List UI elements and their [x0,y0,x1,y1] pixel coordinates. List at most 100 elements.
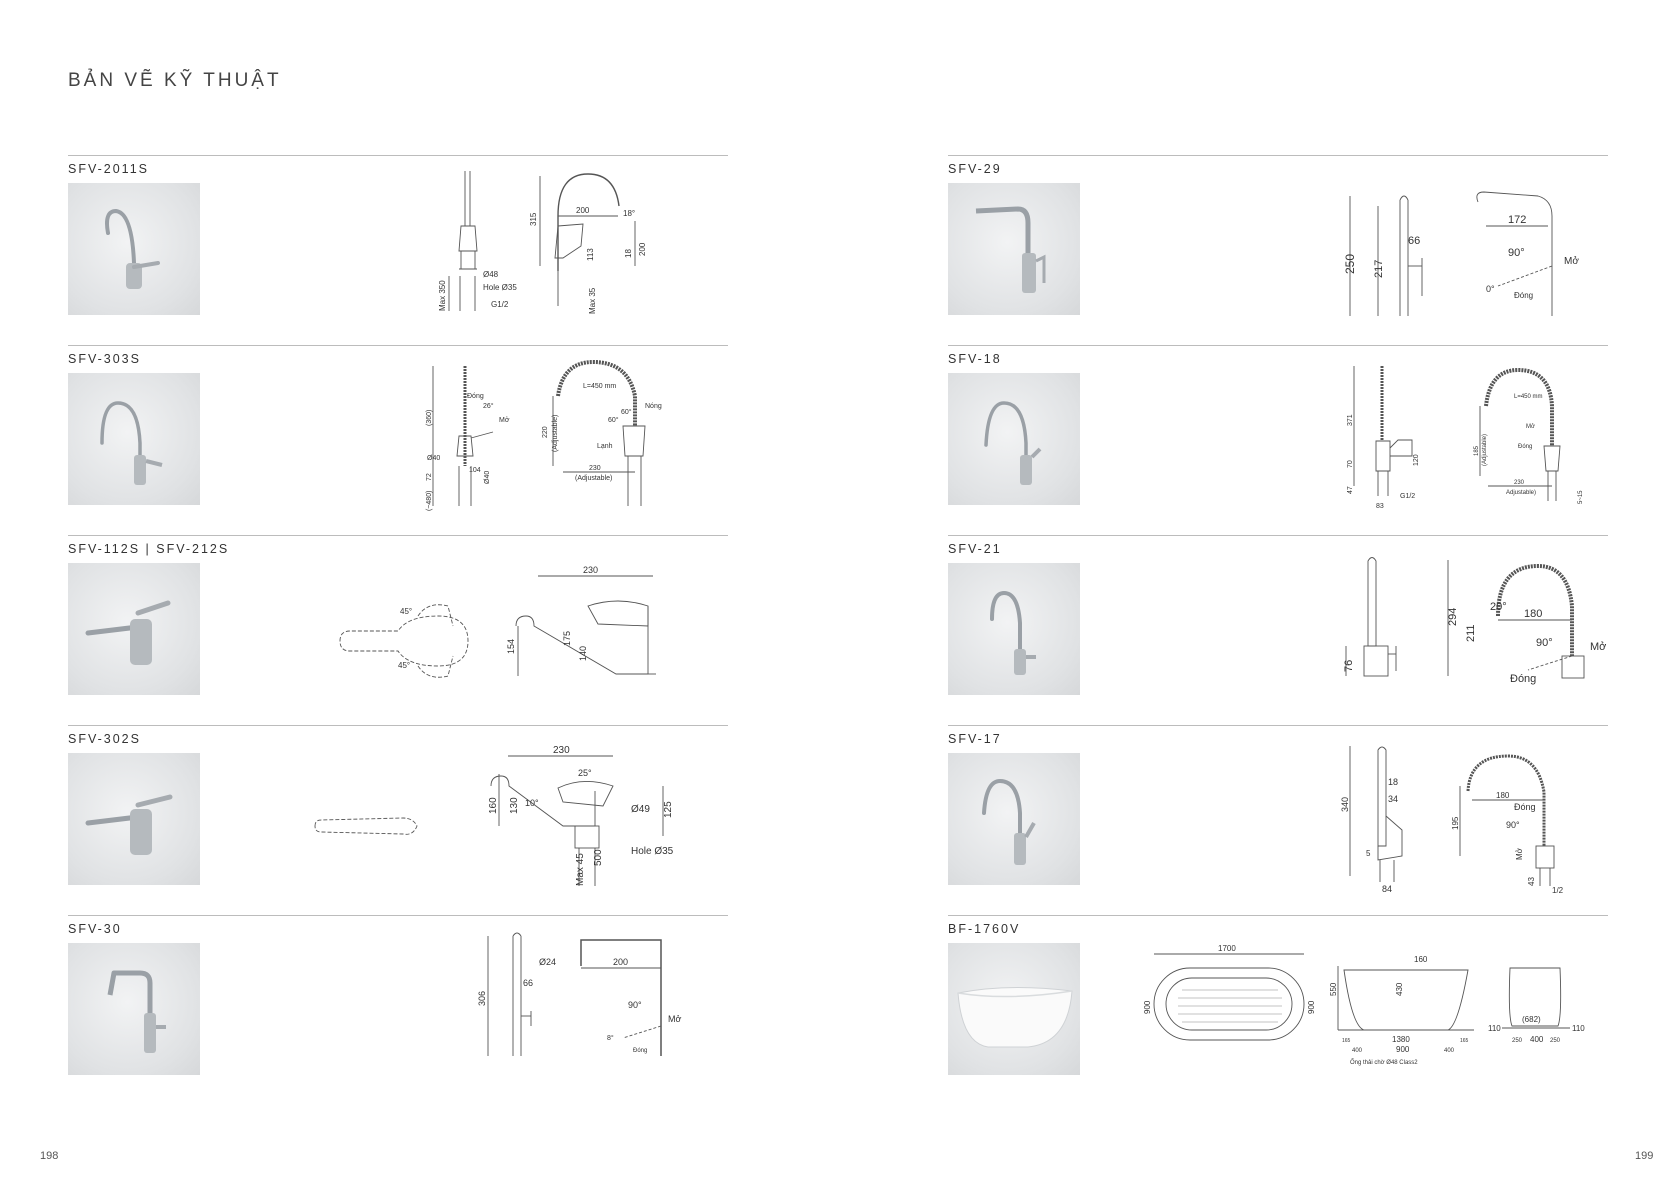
technical-drawing: 45° 45° 230 154 175 140 [338,546,698,716]
dim-label: 900 [1396,1045,1410,1054]
page-number-left: 198 [40,1150,59,1162]
dim-label: 45° [398,661,410,670]
dim-label: 400 [1352,1048,1363,1054]
faucet-photo-icon [100,401,163,485]
product-row-sfv-112s-212s: SFV-112S | SFV-212S 45° 45° 230 [68,535,728,725]
dim-label: 66 [1408,235,1420,247]
dim-label: Đóng [633,1048,647,1054]
technical-drawing: 371 70 47 120 83 G1/2 L=450 mm Mở Đóng 1… [1338,356,1608,526]
product-row-sfv-29: SFV-29 250 217 66 172 [948,155,1608,345]
page-number-right: 199 [1635,1150,1654,1162]
dim-label: 18° [623,209,635,218]
dim-label: 160 [1414,955,1428,964]
dim-label: 83 [1376,503,1384,510]
dim-label: 5 [1366,849,1371,858]
dim-label: 230 [1514,480,1525,486]
dim-label: 125 [663,801,674,818]
dim-label: 230 [553,745,570,756]
dim-label: 175 [562,631,572,646]
dim-label: Ø40 [427,455,440,462]
product-photo [68,373,200,505]
dim-label: 172 [1508,214,1526,226]
product-photo [948,183,1080,315]
left-column: SFV-2011S Ø48 Hole Ø35 G1/2 Max 350 [68,155,728,1105]
dim-label: Mở [1564,255,1579,267]
dim-label: Mở [1526,423,1535,430]
dim-label: 185 [1474,445,1480,456]
dim-label: 20° [1490,601,1507,613]
dim-label: 140 [578,646,588,661]
dim-label: G1/2 [491,300,509,309]
dim-label: Ø24 [539,957,556,967]
dim-label: 165 [1460,1038,1469,1044]
product-label: SFV-29 [948,162,1002,176]
dim-label: 8° [607,1034,614,1042]
dim-label: 90° [628,1000,642,1010]
dim-label: 200 [613,957,628,967]
dim-label: 400 [1444,1048,1455,1054]
dim-label: 230 [583,565,598,575]
dim-label: 110 [1488,1024,1501,1033]
dim-label: 5~15 [1578,490,1584,504]
product-label: SFV-18 [948,352,1002,366]
technical-drawing: 76 294 211 20° 180 90° Mở Đóng [1338,546,1608,716]
dim-label: (~480) [426,491,433,511]
dim-label: Max 350 [438,280,447,311]
dim-label: 165 [1342,1038,1351,1044]
product-label: SFV-302S [68,732,141,746]
product-label: SFV-112S | SFV-212S [68,542,230,556]
dim-label: 43 [1527,877,1536,886]
dim-label: Đóng [1518,444,1532,450]
dim-label: 0° [1486,284,1495,294]
dim-label: 10° [525,798,539,808]
dim-label: 45° [400,607,412,616]
product-row-sfv-2011s: SFV-2011S Ø48 Hole Ø35 G1/2 Max 350 [68,155,728,345]
faucet-photo-icon [85,794,173,855]
dim-label: 60° [621,408,632,416]
dim-label: 195 [1451,816,1460,830]
right-column: SFV-29 250 217 66 172 [948,155,1608,1105]
dim-label: 90° [1536,637,1553,649]
dim-label: Đóng [1514,802,1536,812]
dim-label: 371 [1347,414,1354,426]
product-row-sfv-18: SFV-18 371 70 47 120 83 G1/2 [948,345,1608,535]
product-photo [948,753,1080,885]
dim-label: 110 [1572,1024,1585,1033]
dim-label: 340 [1340,797,1350,812]
dim-label: L=450 mm [583,383,616,390]
product-row-sfv-21: SFV-21 76 294 211 20° [948,535,1608,725]
dim-label: 18 [1388,777,1398,787]
dim-label: (682) [1522,1015,1541,1024]
product-photo [68,943,200,1075]
dim-label: 315 [529,212,538,226]
dim-label: 25° [578,768,592,778]
product-photo [948,563,1080,695]
dim-label: Đóng [1514,291,1533,300]
dim-label: Ø49 [631,804,650,815]
dim-label: 1/2 [1552,886,1564,895]
technical-drawing: 230 25° 10° 160 130 Ø49 125 Max 45 500 H… [313,736,713,906]
dim-label: 306 [477,991,487,1006]
dim-label: 60° [608,416,619,424]
faucet-photo-icon [990,590,1036,675]
dim-label: 72 [426,473,433,481]
product-row-sfv-17: SFV-17 340 18 34 5 84 [948,725,1608,915]
faucet-photo-icon [105,208,160,289]
dim-label: 217 [1373,260,1385,278]
faucet-photo-icon [975,206,1046,293]
faucet-photo-icon [85,600,171,665]
dim-label: 900 [1143,1000,1152,1014]
dim-label: Hole Ø35 [483,283,517,292]
product-photo [68,183,200,315]
dim-label: 26° [483,402,494,410]
dim-label: Đóng [1510,673,1536,685]
dim-label: 211 [1465,624,1477,642]
dim-label: 250 [1512,1038,1523,1044]
dim-label: Lạnh [597,443,613,450]
dim-label: 250 [1550,1038,1561,1044]
dim-label: 294 [1447,608,1459,626]
dim-label: 220 [542,426,549,438]
technical-drawing: 340 18 34 5 84 195 180 Đóng 90° Mở 43 1/… [1338,736,1608,906]
dim-label: Nóng [645,403,662,410]
dim-label: Mở [1515,847,1524,860]
